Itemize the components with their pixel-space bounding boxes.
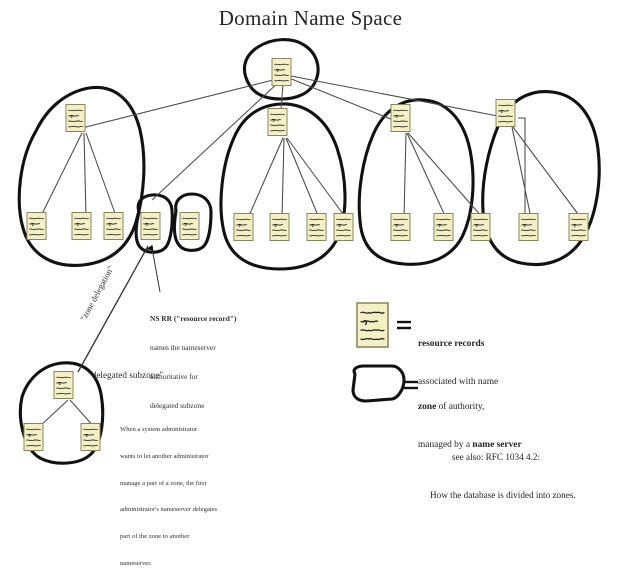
zone-blob-fourth bbox=[357, 98, 475, 266]
zone1-child-3-node bbox=[103, 212, 124, 240]
tree-edges-right-extra bbox=[518, 117, 526, 218]
zone1-child-1-node bbox=[26, 212, 47, 240]
zone4-child-2-node bbox=[433, 213, 454, 241]
paragraph-line-4: administrator's nameserver delegates bbox=[120, 506, 217, 515]
legend-zone-text: zone of authority, managed by a name ser… bbox=[418, 376, 522, 478]
paragraph-line-2: wants to let another administrator bbox=[120, 452, 209, 460]
zone-blob-sibling bbox=[172, 192, 213, 252]
delegated-zone-child-1-node bbox=[23, 423, 44, 451]
sibling-subzone-node bbox=[179, 212, 200, 240]
tree-edges bbox=[37, 75, 582, 429]
delegated-subzone-label: "delegated subzone" bbox=[88, 370, 164, 380]
page-title: Domain Name Space bbox=[218, 6, 403, 30]
ns-rr-line-4: delegated subzone bbox=[150, 401, 205, 411]
zone-blob-root bbox=[242, 38, 320, 101]
legend-zone-shape-icon bbox=[351, 364, 406, 403]
zone5-child-2-node bbox=[568, 213, 589, 241]
legend-record-card bbox=[356, 302, 389, 348]
see-also-line-1: see also: RFC 1034 4.2: bbox=[452, 451, 541, 462]
zone3-child-1-node bbox=[233, 213, 254, 241]
zone1-parent-node bbox=[65, 104, 86, 132]
ns-rr-line-3: authoritative for bbox=[150, 372, 198, 382]
ns-rr-line-1: NS RR ("resource record") bbox=[150, 313, 237, 323]
zone3-child-2-node bbox=[269, 213, 290, 241]
domain-name-space-diagram bbox=[17, 38, 601, 465]
paragraph-line-6: nameserver. bbox=[120, 560, 152, 568]
zone3-parent-node bbox=[267, 108, 288, 136]
zone3-child-4-node bbox=[333, 213, 354, 241]
zone-blob-bottom bbox=[18, 361, 105, 465]
delegated-zone-child-2-node bbox=[80, 423, 101, 451]
zone4-parent-node bbox=[390, 104, 411, 132]
legend-resource-record-text: resource records associated with name bbox=[418, 313, 498, 415]
ns-rr-line-2: names the nameserver bbox=[150, 342, 216, 352]
paragraph-line-3: manage a part of a zone, the first bbox=[120, 479, 207, 487]
legend-rr-subtitle: associated with name bbox=[418, 377, 499, 388]
legend-equals-rr-icon bbox=[397, 320, 411, 330]
zone-blob-delegated bbox=[134, 193, 174, 254]
legend-zone-sub-pre: managed by a bbox=[418, 440, 473, 451]
legend-zone-title: zone bbox=[418, 402, 437, 413]
paragraph-line-4-text: administrator's nameserver delegates bbox=[120, 506, 218, 514]
ns-rr-annotation: NS RR ("resource record") names the name… bbox=[150, 294, 236, 431]
legend-rr-title: resource records bbox=[418, 339, 485, 350]
legend-resource-record-card-icon bbox=[356, 302, 389, 348]
legend-zone-sub-bold: name server bbox=[472, 440, 522, 451]
delegation-paragraph: When a system administrator wants to let… bbox=[120, 408, 217, 587]
see-also-note: see also: RFC 1034 4.2: How the database… bbox=[430, 425, 576, 528]
paragraph-line-1: When a system administrator bbox=[120, 425, 198, 433]
annotation-leaders bbox=[77, 244, 161, 373]
diagram-canvas: Domain Name Space bbox=[17, 6, 601, 568]
zone4-child-3-node bbox=[470, 213, 491, 241]
root-node bbox=[271, 58, 292, 86]
paragraph-line-5: part of the zone to another bbox=[120, 533, 190, 541]
node-layer bbox=[23, 58, 589, 451]
zone5-parent-node bbox=[495, 99, 516, 127]
zone1-child-2-node bbox=[71, 212, 92, 240]
delegated-zone-parent-node bbox=[53, 371, 74, 399]
zone4-child-1-node bbox=[390, 213, 411, 241]
legend-equals-zone-icon bbox=[404, 380, 418, 390]
zone5-child-1-node bbox=[518, 213, 539, 241]
legend-zone-title-rest: of authority, bbox=[436, 402, 485, 413]
see-also-line-2: How the database is divided into zones. bbox=[430, 490, 576, 501]
delegated-subzone-node bbox=[140, 212, 161, 240]
zone3-child-3-node bbox=[306, 213, 327, 241]
